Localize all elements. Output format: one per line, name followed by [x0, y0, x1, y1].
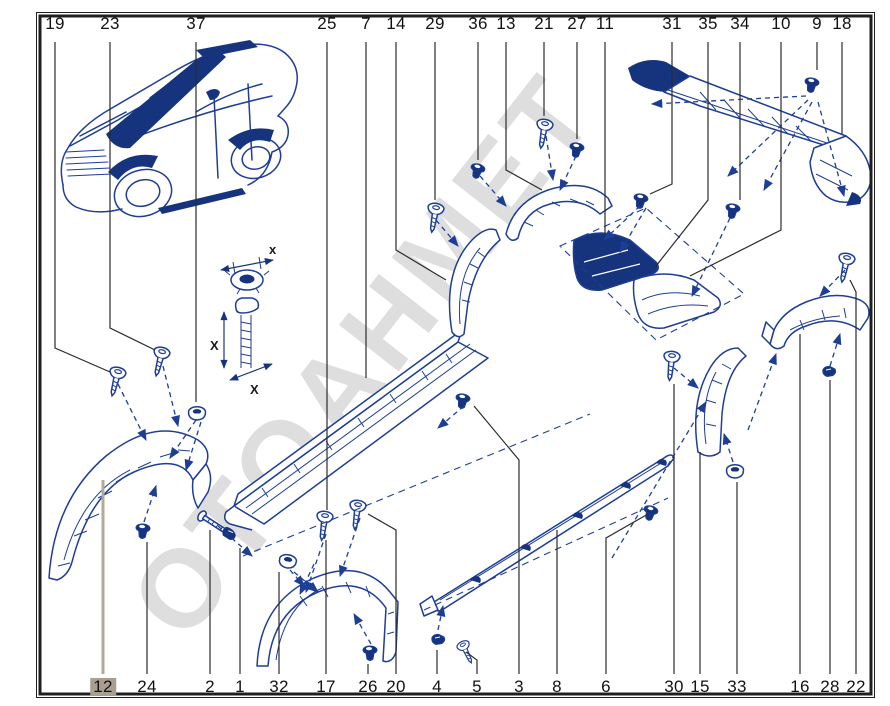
callout-1: 1	[235, 677, 245, 696]
callout-10: 10	[771, 14, 791, 33]
rear-quarter-trim	[761, 294, 870, 350]
callout-35: 35	[698, 14, 718, 33]
callout-9: 9	[812, 14, 822, 33]
callout-33: 33	[727, 677, 747, 696]
callout-5: 5	[472, 677, 482, 696]
assembly-arrows	[117, 95, 846, 645]
callout-22: 22	[846, 677, 866, 696]
car-illustration	[60, 40, 298, 218]
callout-36: 36	[468, 14, 488, 33]
callout-4: 4	[432, 677, 442, 696]
callout-26: 26	[358, 677, 378, 696]
callout-19: 19	[45, 14, 65, 33]
leader-line-3	[473, 405, 520, 674]
leader-line-23	[109, 42, 156, 351]
callout-20: 20	[386, 677, 406, 696]
callout-24: 24	[137, 677, 157, 696]
corner-trim-dashed-outline	[559, 207, 745, 341]
leader-line-22	[849, 279, 857, 674]
callout-31: 31	[662, 14, 682, 33]
grommet-dimension-detail: x	[220, 242, 277, 295]
callout-37: 37	[186, 14, 206, 33]
bolt-dimension-detail: X X	[210, 297, 273, 397]
callout-29: 29	[425, 14, 445, 33]
leader-line-14	[395, 42, 447, 281]
callout-32: 32	[269, 677, 289, 696]
callout-21: 21	[534, 14, 554, 33]
callout-28: 28	[820, 677, 840, 696]
bolt-and-clip-2-1	[197, 510, 236, 540]
callout-18: 18	[832, 14, 852, 33]
svg-text:X: X	[250, 382, 259, 397]
callout-14: 14	[386, 14, 406, 33]
leader-line-35	[655, 42, 709, 267]
callout-15: 15	[690, 677, 710, 696]
leader-line-31	[649, 42, 673, 195]
inner-frame	[38, 14, 873, 696]
fasteners	[103, 76, 857, 667]
front-wheel-arch-trim	[48, 430, 212, 581]
cowl-corner-trim-left	[572, 232, 659, 291]
leader-line-6	[605, 513, 649, 674]
callout-27: 27	[567, 14, 587, 33]
svg-text:X: X	[210, 338, 219, 353]
callout-3: 3	[514, 677, 524, 696]
leader-line-10	[689, 42, 782, 277]
cowl-vent-panel	[628, 60, 872, 206]
callout-11: 11	[595, 14, 615, 33]
sill-guide-line	[242, 413, 591, 557]
door-sill-strip	[419, 454, 675, 617]
leader-line-19	[54, 42, 111, 373]
callout-34: 34	[730, 14, 750, 33]
leader-line-13	[505, 42, 543, 191]
callout-7: 7	[361, 14, 371, 33]
callout-2: 2	[205, 677, 215, 696]
callout-23: 23	[100, 14, 120, 33]
callout-8: 8	[552, 677, 562, 696]
callout-6: 6	[601, 677, 611, 696]
callout-13: 13	[496, 14, 516, 33]
leader-line-5	[465, 651, 478, 674]
callout-25: 25	[317, 14, 337, 33]
leader-line-20	[367, 513, 397, 674]
svg-text:x: x	[269, 242, 277, 257]
strip-guide-line	[423, 497, 669, 611]
callout-12: 12	[90, 678, 116, 696]
front-pillar-trim	[448, 228, 501, 338]
callout-30: 30	[664, 677, 684, 696]
outer-frame	[36, 12, 875, 698]
upper-arch-trim	[505, 184, 613, 241]
sill-molding	[223, 329, 489, 531]
callout-16: 16	[790, 677, 810, 696]
callout-17: 17	[316, 677, 336, 696]
